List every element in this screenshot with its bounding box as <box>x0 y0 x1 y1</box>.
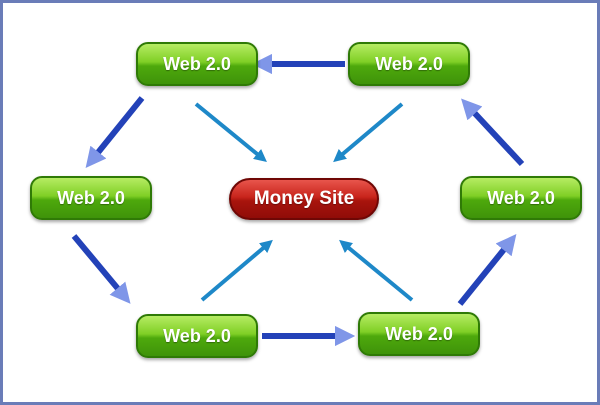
money-site-hub: Money Site <box>229 178 379 220</box>
web20-node-top-left: Web 2.0 <box>136 42 258 86</box>
web20-node-top-right: Web 2.0 <box>348 42 470 86</box>
web20-node-bottom-left: Web 2.0 <box>136 314 258 358</box>
ring-arrow-topleft-to-left <box>85 96 145 168</box>
web20-node-bottom-right: Web 2.0 <box>358 312 480 356</box>
hub-arrow-from-bottomright <box>339 239 414 302</box>
hub-arrow-from-bottomleft <box>200 239 273 302</box>
ring-arrow-left-to-bottomleft <box>71 234 131 304</box>
ring-arrow-bottomright-to-right <box>457 234 517 306</box>
hub-arrow-from-topright <box>333 102 404 163</box>
web20-node-left: Web 2.0 <box>30 176 152 220</box>
ring-arrow-right-to-topright <box>461 98 525 167</box>
web20-node-right: Web 2.0 <box>460 176 582 220</box>
hub-arrow-from-topleft <box>194 102 267 163</box>
